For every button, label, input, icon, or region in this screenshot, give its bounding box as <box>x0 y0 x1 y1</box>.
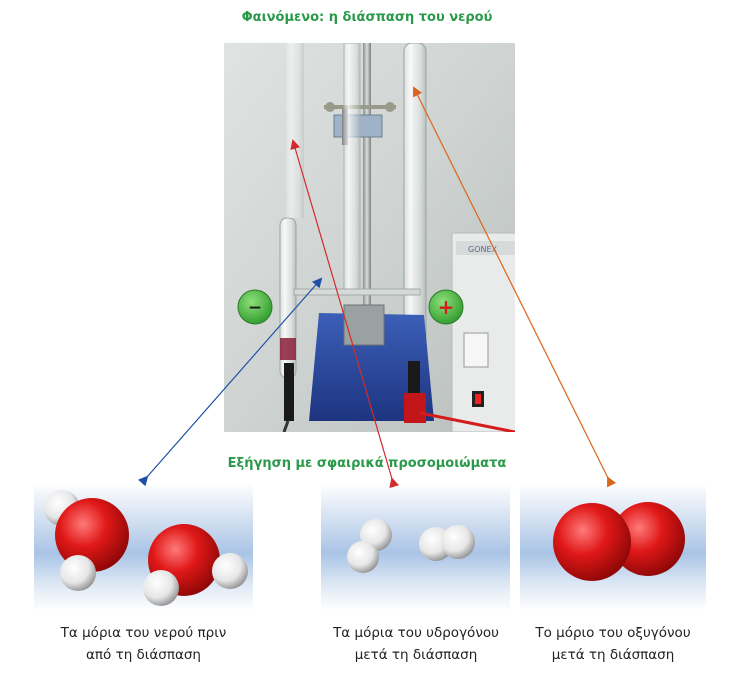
caption-hydrogen-molecules: Τα μόρια του υδρογόνου μετά τη διάσπαση <box>316 622 516 666</box>
caption-water-molecules: Τα μόρια του νερού πριν από τη διάσπαση <box>34 622 253 666</box>
caption-hydrogen-line-1: Τα μόρια του υδρογόνου <box>333 625 499 641</box>
caption-oxygen-molecule: Το μόριο του οξυγόνου μετά τη διάσπαση <box>515 622 711 666</box>
electrolysis-photo: GONEX − <box>224 43 515 432</box>
positive-electrode-icon: + <box>428 289 464 325</box>
caption-oxygen-line-1: Το μόριο του οξυγόνου <box>535 625 691 641</box>
water-molecules-panel <box>34 483 253 611</box>
water-molecule-1 <box>44 490 129 591</box>
title-phenomenon: Φαινόμενο: η διάσπαση του νερού <box>241 10 493 25</box>
minus-sign: − <box>248 298 262 318</box>
title-explanation: Εξήγηση με σφαιρικά προσομοιώματα <box>227 456 507 471</box>
caption-water-line-2: από τη διάσπαση <box>86 647 201 663</box>
hydrogen-molecule-2 <box>419 525 475 561</box>
hydrogen-molecules-panel <box>321 483 510 611</box>
oxygen-molecule-panel <box>520 483 706 611</box>
device-brand-label: GONEX <box>468 245 498 254</box>
caption-hydrogen-line-2: μετά τη διάσπαση <box>354 647 478 663</box>
water-molecule-2 <box>143 524 248 606</box>
caption-water-line-1: Τα μόρια του νερού πριν <box>60 625 227 641</box>
plus-sign: + <box>438 295 455 319</box>
negative-electrode-icon: − <box>237 289 273 325</box>
oxygen-molecule <box>553 502 685 581</box>
caption-oxygen-line-2: μετά τη διάσπαση <box>551 647 675 663</box>
hydrogen-molecule-1 <box>347 519 392 573</box>
